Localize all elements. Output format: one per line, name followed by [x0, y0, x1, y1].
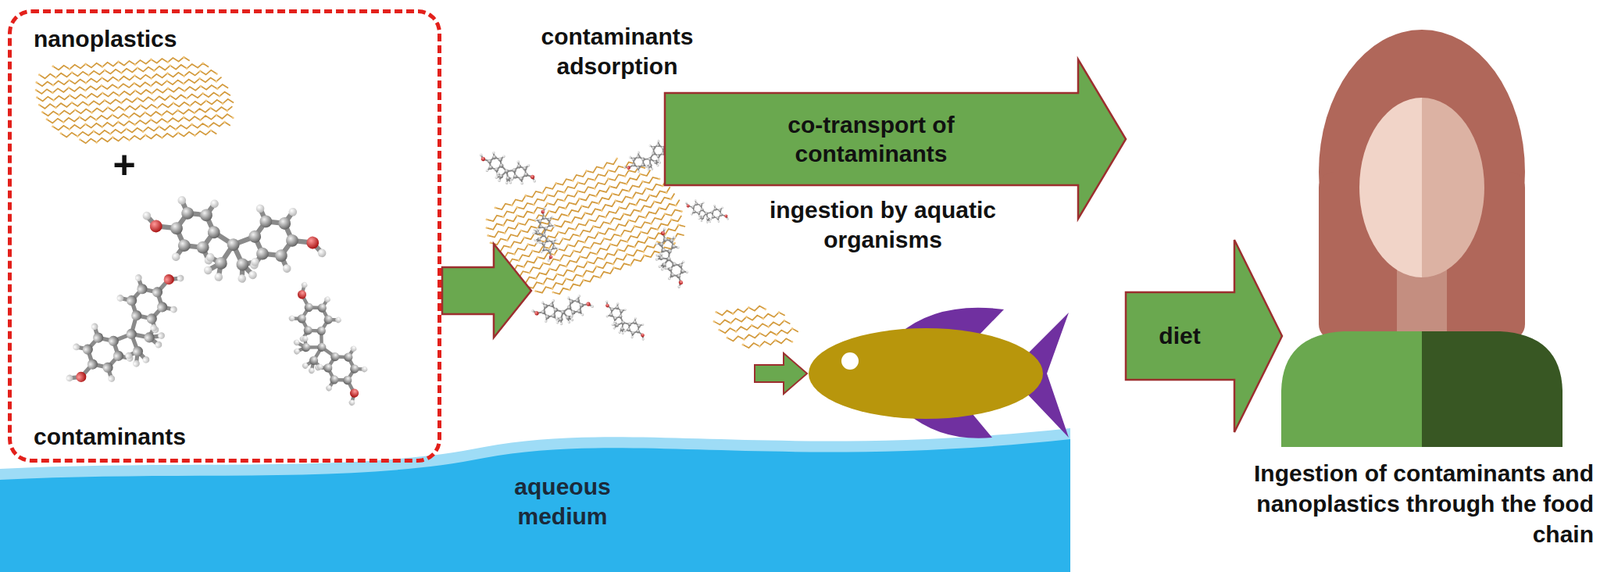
contaminant-molecule	[528, 206, 561, 265]
contaminant-molecule	[53, 252, 208, 413]
fish	[808, 307, 1069, 439]
arrow-shape	[664, 58, 1127, 220]
arrow-label: co-transport of contaminants	[742, 110, 1000, 169]
arrow-outline	[1125, 239, 1283, 433]
nanoplastic-particle-small	[711, 300, 800, 354]
medium-label: aqueous medium	[492, 471, 633, 531]
outcome-label: Ingestion of contaminants and nanoplasti…	[1246, 457, 1594, 550]
plus-sign: +	[96, 145, 152, 185]
arrow-label: diet	[1136, 321, 1223, 351]
contaminant-molecule	[136, 192, 331, 293]
step-label: ingestion by aquatic organisms	[738, 195, 1028, 254]
nanoplastic-particle	[33, 53, 236, 148]
group-label: contaminants	[33, 421, 186, 452]
arrow-shape	[1125, 239, 1283, 433]
flow-arrow	[442, 243, 532, 338]
water-wave-light	[0, 428, 1071, 572]
contaminant-molecule	[529, 292, 596, 330]
diet-arrow: diet	[1125, 239, 1283, 433]
dashed-group-box: nanoplastics contaminants	[7, 9, 442, 463]
contaminant-molecule	[595, 295, 653, 349]
transport-arrow: co-transport of contaminants	[664, 58, 1127, 220]
flow-arrow	[754, 353, 808, 394]
group-label: nanoplastics	[33, 24, 177, 54]
contaminant-molecule	[267, 275, 380, 419]
contaminant-molecule	[646, 225, 693, 293]
arrow-outline	[664, 59, 1126, 219]
contaminant-molecule	[473, 146, 542, 194]
person-icon	[1281, 29, 1563, 447]
contaminant-molecule	[681, 196, 732, 229]
step-label: contaminants adsorption	[523, 21, 711, 81]
